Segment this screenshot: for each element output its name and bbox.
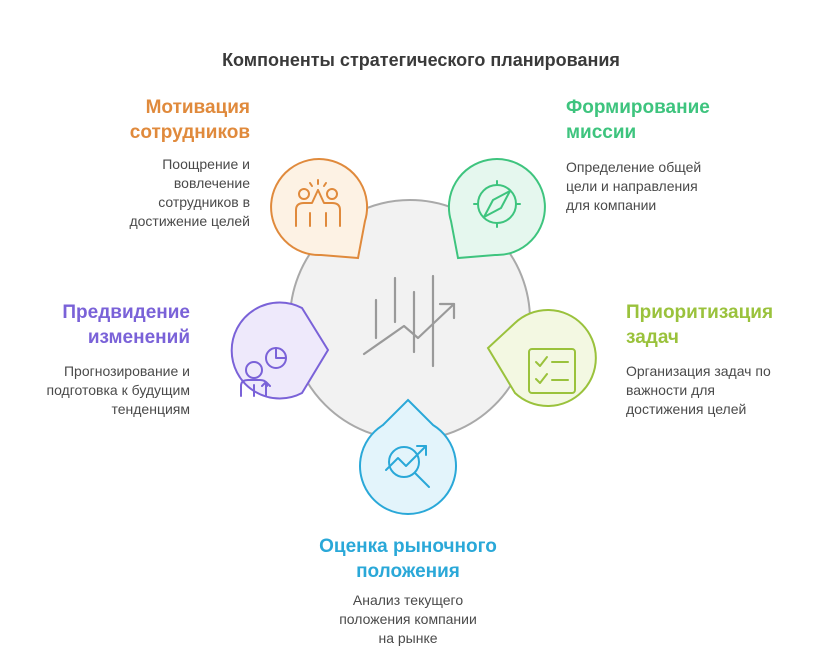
mission-heading-line: Формирование	[566, 97, 710, 118]
magnifier-trend-icon	[385, 445, 430, 488]
market-heading: Оценка рыночного положения	[298, 534, 518, 584]
motivation-heading-line: Мотивация	[145, 97, 250, 118]
motivation-heading-line: сотрудников	[129, 122, 250, 143]
foresight-description-line: тенденциям	[111, 401, 190, 417]
foresight-node[interactable]	[230, 301, 330, 400]
mission-description-line: Определение общей	[566, 159, 702, 175]
mission-heading-line: миссии	[566, 122, 637, 143]
motivation-description-line: вовлечение	[173, 175, 250, 191]
priorities-heading-line: задач	[626, 327, 679, 348]
motivation-heading: Мотивация сотрудников	[60, 95, 250, 145]
person-forecast-icon	[240, 347, 287, 397]
diagram-title: Компоненты стратегического планирования	[222, 50, 620, 70]
foresight-description-line: подготовка к будущим	[46, 382, 191, 398]
priorities-description-line: Организация задач по	[626, 363, 771, 379]
market-description-line: на рынке	[378, 630, 438, 646]
mission-heading: Формирование миссии	[566, 95, 766, 145]
mission-description: Определение общей цели и направления для…	[566, 158, 766, 215]
mission-description-line: цели и направления	[566, 178, 698, 194]
motivation-description-line: Поощрение и	[162, 156, 250, 172]
rising-chart-icon	[362, 274, 456, 368]
high-five-icon	[295, 179, 341, 227]
foresight-description-line: Прогнозирование и	[63, 363, 190, 379]
foresight-heading-line: Предвидение	[62, 302, 190, 323]
market-description: Анализ текущего положения компании на ры…	[308, 591, 508, 648]
motivation-description-line: достижение целей	[129, 213, 250, 229]
motivation-description: Поощрение и вовлечение сотрудников в дос…	[60, 155, 250, 231]
motivation-description-line: сотрудников в	[158, 194, 250, 210]
market-heading-line: положения	[356, 561, 460, 582]
market-description-line: Анализ текущего	[352, 592, 464, 608]
priorities-description-line: достижения целей	[626, 401, 747, 417]
motivation-node[interactable]	[270, 158, 369, 260]
market-node[interactable]	[359, 398, 457, 515]
priorities-node[interactable]	[486, 309, 597, 407]
foresight-heading: Предвидение изменений	[10, 300, 190, 350]
mission-description-line: для компании	[566, 197, 657, 213]
foresight-heading-line: изменений	[87, 327, 190, 348]
market-heading-line: Оценка рыночного	[319, 536, 497, 557]
priorities-heading: Приоритизация задач	[626, 300, 806, 350]
compass-icon	[473, 180, 521, 228]
priorities-description-line: важности для	[626, 382, 715, 398]
foresight-description: Прогнозирование и подготовка к будущим т…	[10, 362, 191, 419]
market-description-line: положения компании	[339, 611, 477, 627]
checklist-icon	[528, 348, 576, 394]
priorities-heading-line: Приоритизация	[626, 302, 774, 323]
mission-node[interactable]	[447, 158, 546, 260]
priorities-description: Организация задач по важности для достиж…	[626, 362, 806, 419]
